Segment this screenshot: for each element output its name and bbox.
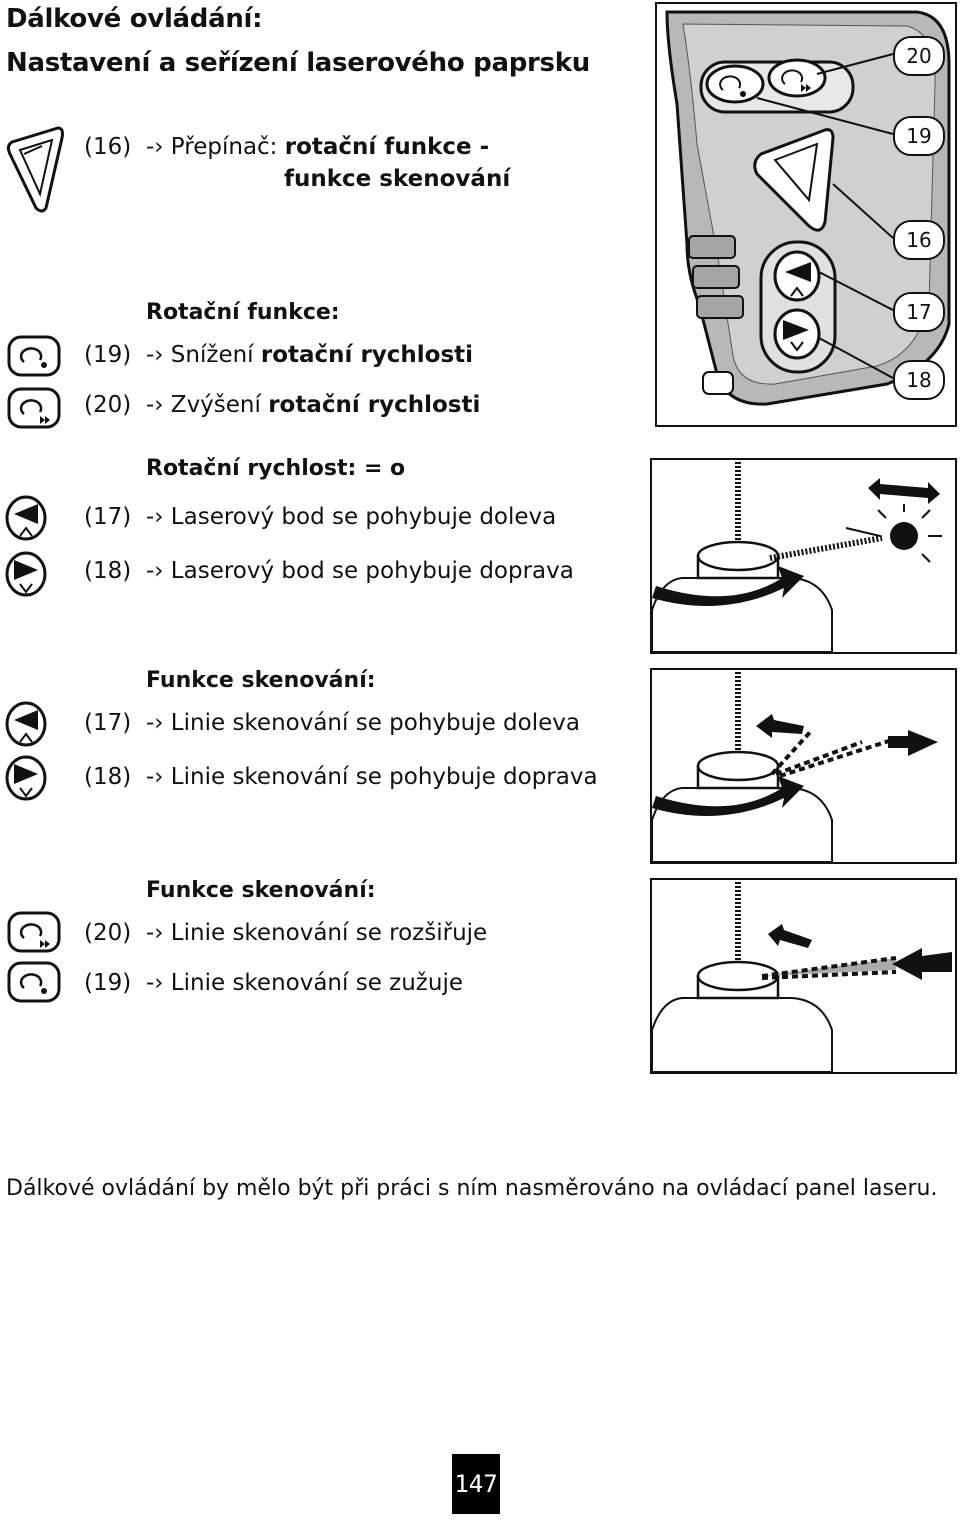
remote-label-17: 17 — [893, 292, 945, 332]
rotation-row-1-label-bold: rotační rychlosti — [260, 342, 474, 368]
rotate-slower-icon — [7, 335, 61, 377]
remote-label-18: 18 — [893, 360, 945, 400]
rotation-row-2-number: (20) — [84, 392, 132, 418]
laser-point-drawing — [652, 462, 942, 652]
scan-right-icon — [5, 755, 47, 801]
rotation-row-2-label: -› Zvýšení — [146, 392, 269, 418]
rotation-heading: Rotační funkce: — [146, 300, 340, 325]
switch-number: (16) — [84, 134, 132, 160]
scan1-heading: Funkce skenování: — [146, 668, 376, 693]
rotate-faster-icon — [7, 387, 61, 429]
switch-label: -› Přepínač: — [146, 134, 285, 160]
page-title: Dálkové ovládání: — [6, 4, 263, 34]
scan-width-figure — [650, 878, 957, 1074]
rotation-row-1-number: (19) — [84, 342, 132, 368]
speed0-row-2-number: (18) — [84, 558, 132, 584]
remote-label-16: 16 — [893, 220, 945, 260]
rotation-row-1-label: -› Snížení — [146, 342, 261, 368]
speed0-row-2-text: -› Laserový bod se pohybuje doprava — [146, 558, 574, 584]
scan1-row-2-text: -› Linie skenování se pohybuje doprava — [146, 764, 598, 790]
laser-point-figure — [650, 458, 957, 654]
rotation-row-1-text: -› Snížení rotační rychlosti — [146, 342, 473, 368]
remote-control-drawing — [665, 10, 951, 406]
page-number: 147 — [452, 1454, 500, 1514]
footer-note: Dálkové ovládání by mělo být při práci s… — [6, 1176, 938, 1201]
scan2-row-1-text: -› Linie skenování se rozšiřuje — [146, 920, 488, 946]
page-subtitle: Nastavení a seřízení laserového paprsku — [6, 48, 590, 78]
remote-label-19: 19 — [893, 116, 945, 156]
scan-narrow-icon — [7, 961, 61, 1003]
scan-widen-icon — [7, 911, 61, 953]
scan-width-drawing — [652, 882, 952, 1072]
remote-label-20: 20 — [893, 36, 945, 76]
speed0-heading: Rotační rychlost: = o — [146, 456, 406, 481]
scan-left-icon — [5, 701, 47, 747]
speed0-row-1-text: -› Laserový bod se pohybuje doleva — [146, 504, 557, 530]
scan1-row-1-number: (17) — [84, 710, 132, 736]
scan-move-figure — [650, 668, 957, 864]
scan1-row-2-number: (18) — [84, 764, 132, 790]
move-left-icon — [5, 495, 47, 541]
rotation-row-2-text: -› Zvýšení rotační rychlosti — [146, 392, 480, 418]
remote-control-figure: 20 19 16 17 18 — [655, 2, 957, 427]
switch-button-icon — [6, 126, 64, 213]
move-right-icon — [5, 551, 47, 597]
scan2-row-2-text: -› Linie skenování se zužuje — [146, 970, 463, 996]
rotation-row-2-label-bold: rotační rychlosti — [268, 392, 481, 418]
scan1-row-1-text: -› Linie skenování se pohybuje doleva — [146, 710, 580, 736]
scan2-row-1-number: (20) — [84, 920, 132, 946]
speed0-row-1-number: (17) — [84, 504, 132, 530]
scan-move-drawing — [652, 672, 938, 862]
scan2-row-2-number: (19) — [84, 970, 132, 996]
switch-text: -› Přepínač: rotační funkce - — [146, 134, 489, 160]
scan2-heading: Funkce skenování: — [146, 878, 376, 903]
switch-line2: funkce skenování — [284, 166, 511, 192]
switch-label-bold: rotační funkce - — [284, 134, 490, 160]
